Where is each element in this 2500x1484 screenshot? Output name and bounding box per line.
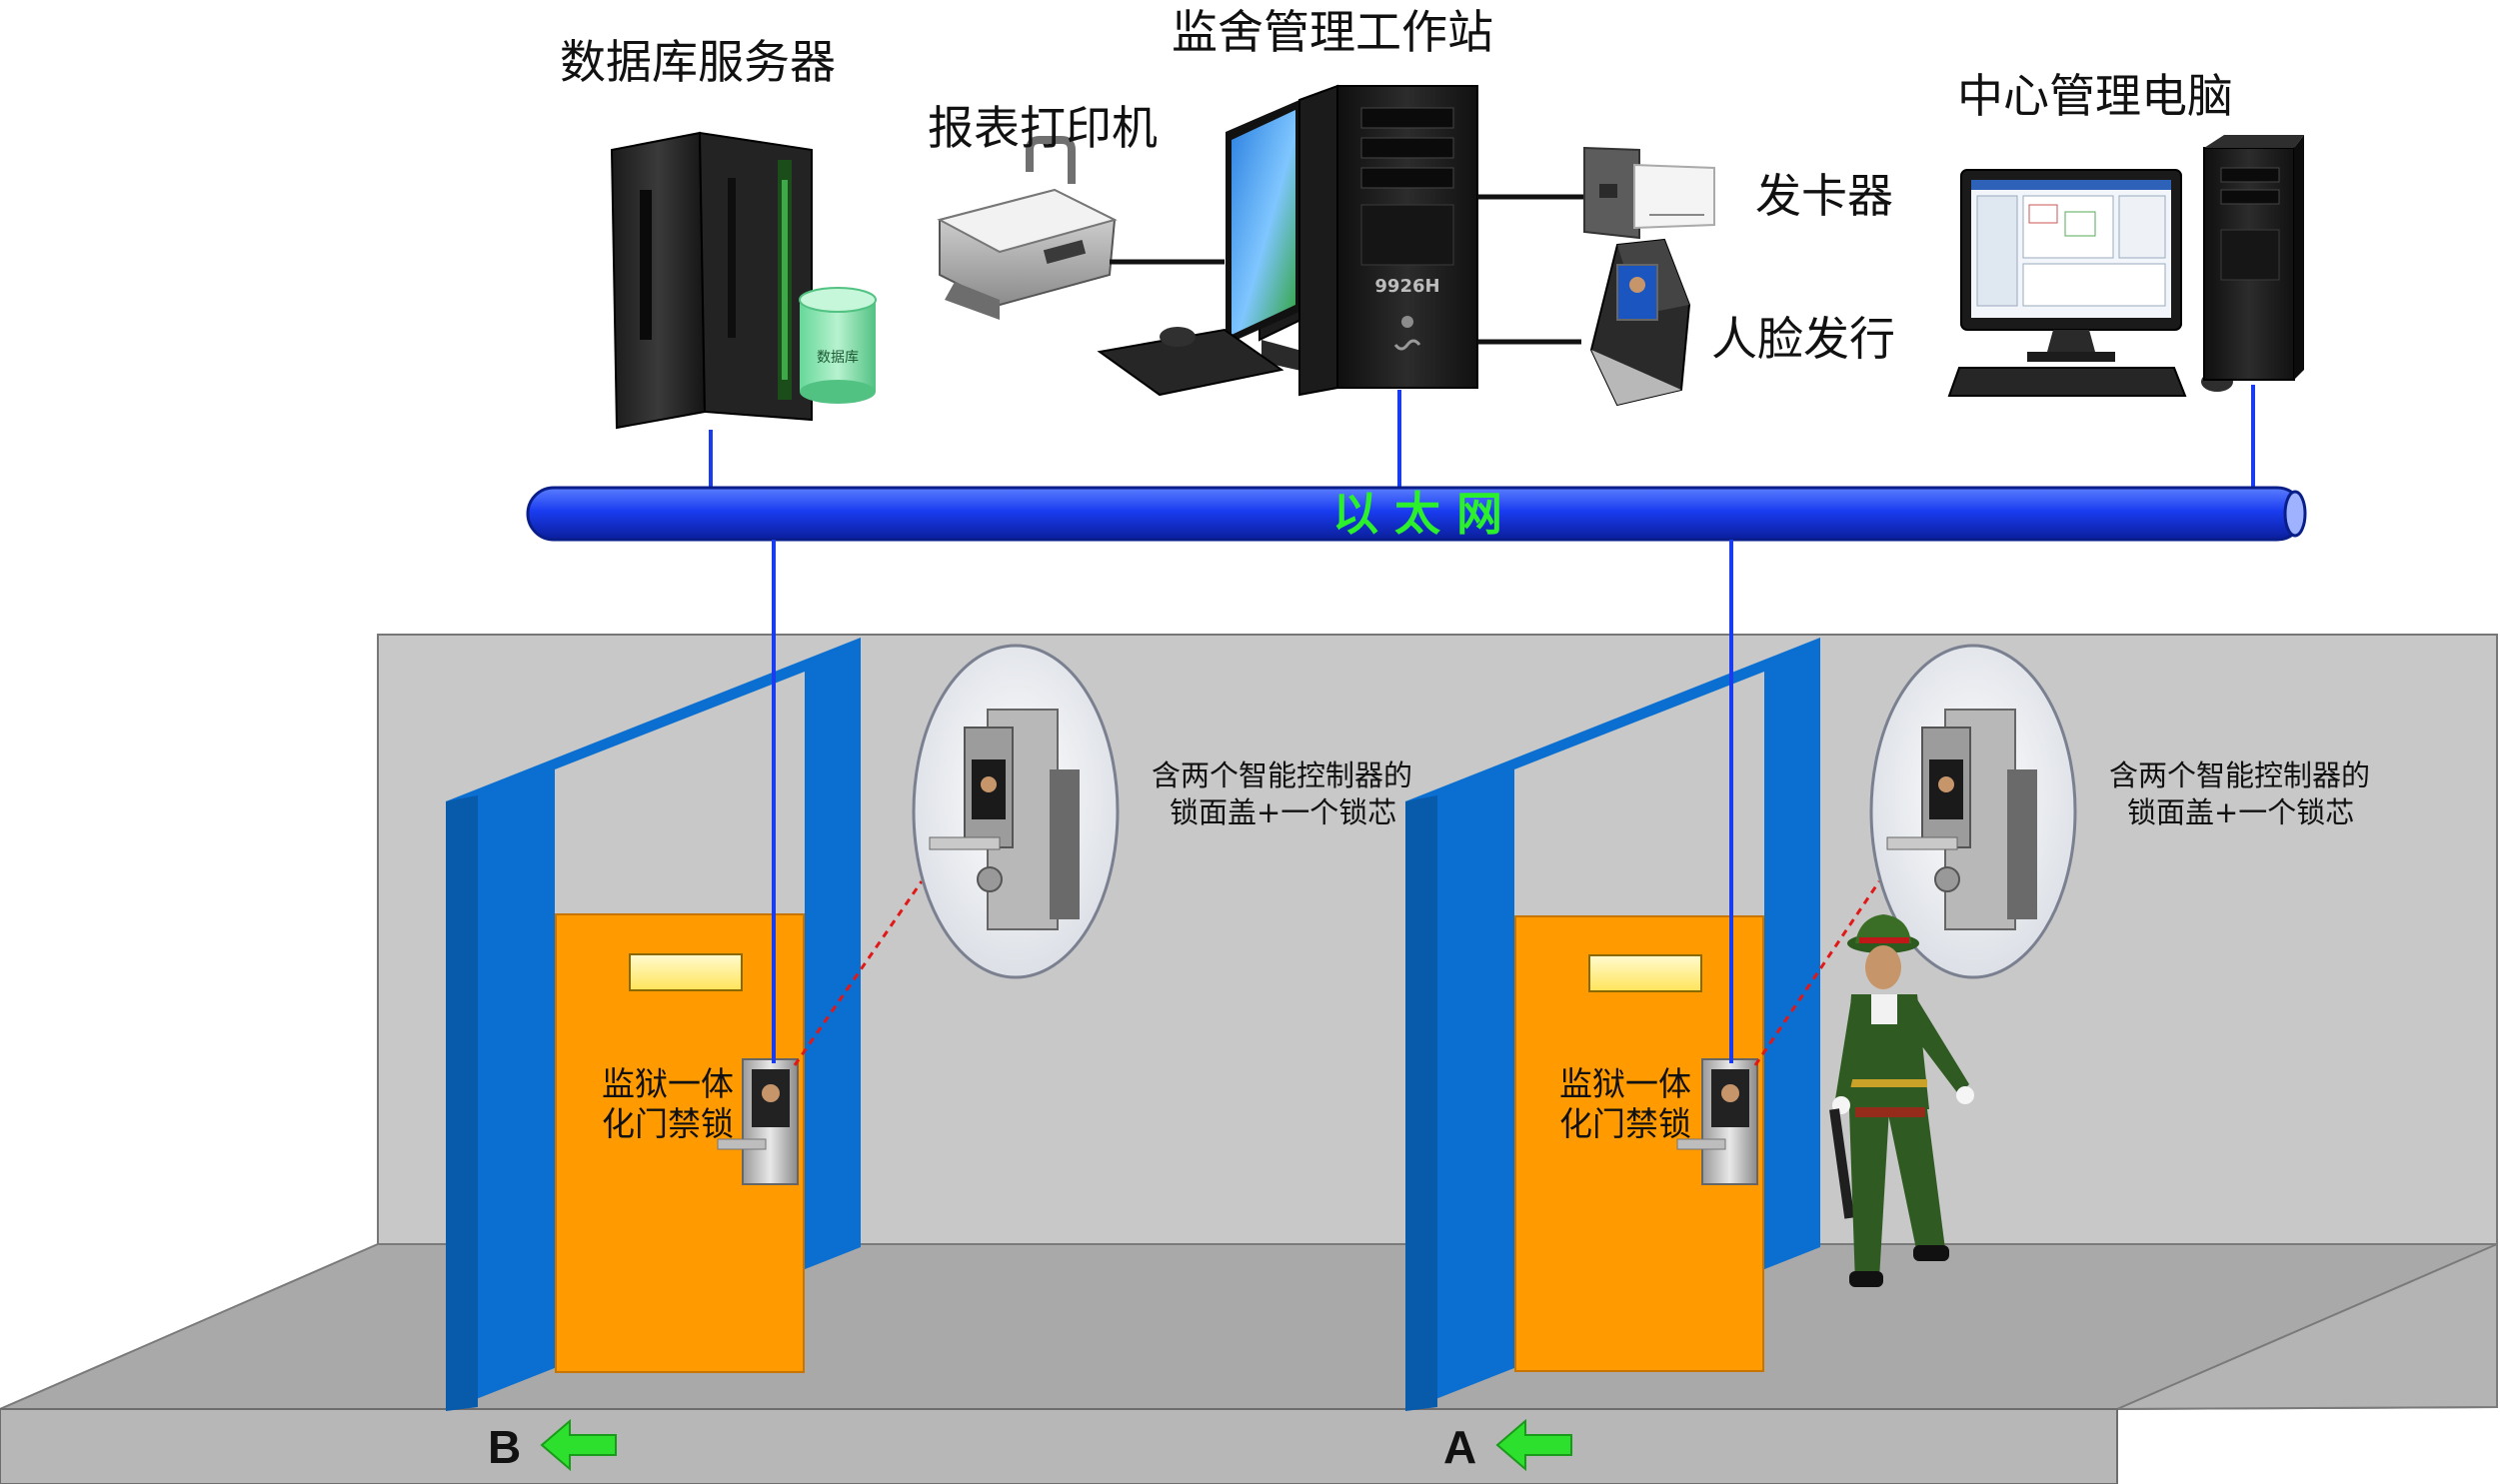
- face-enroll-device: [1589, 238, 1691, 407]
- door-b-lock-bubble: [912, 644, 1120, 979]
- marker-a-label: A: [1443, 1421, 1476, 1473]
- db-server-label: 数据库服务器: [560, 35, 836, 89]
- door-b-note-2: 锁面盖+一个锁芯: [1170, 795, 1396, 829]
- door-a-note-1: 含两个智能控制器的: [2109, 758, 2370, 792]
- door-a-callout-line: [1753, 880, 1881, 1066]
- face-issuer-label: 人脸发行: [1711, 312, 1895, 366]
- marker-a-arrow-icon: [1495, 1418, 1572, 1472]
- database-server: 数据库: [610, 131, 877, 430]
- door-b-note-1: 含两个智能控制器的: [1152, 758, 1412, 792]
- workstation-label: 监舍管理工作站: [1172, 5, 1493, 59]
- card-issuer: [1583, 146, 1715, 240]
- center-pc-label: 中心管理电脑: [1957, 69, 2233, 123]
- door-b-lock-label-2: 化门禁锁: [602, 1104, 734, 1143]
- door-a-lock-bubble: [1869, 644, 2077, 979]
- guard-figure: [1829, 914, 1974, 1287]
- door-b-lock-label-1: 监狱一体: [602, 1064, 734, 1103]
- workstation-pc: 9926H: [1097, 84, 1478, 397]
- pc-model-label: 9926H: [1374, 276, 1439, 297]
- door-b-window: [629, 953, 743, 991]
- marker-b: B: [488, 1418, 617, 1473]
- ethernet-label: 以 太 网: [1332, 487, 1502, 541]
- center-management-pc: [1947, 135, 2304, 397]
- door-a: 监狱一体 化门禁锁: [1405, 638, 1820, 1411]
- door-b-callout-line: [793, 880, 924, 1066]
- ethernet-bus: 以 太 网: [526, 486, 2307, 542]
- card-issuer-label: 发卡器: [1755, 169, 1893, 223]
- report-printer: [937, 136, 1118, 320]
- door-a-lock-label-1: 监狱一体: [1559, 1064, 1691, 1103]
- marker-b-label: B: [488, 1421, 521, 1473]
- printer-label: 报表打印机: [928, 101, 1158, 155]
- door-a-window: [1588, 954, 1702, 992]
- door-a-note-2: 锁面盖+一个锁芯: [2127, 795, 2354, 829]
- door-a-lock-label-2: 化门禁锁: [1559, 1104, 1691, 1143]
- database-cylinder-label: 数据库: [817, 350, 859, 366]
- door-b: 监狱一体 化门禁锁: [446, 638, 861, 1411]
- marker-b-arrow-icon: [540, 1418, 617, 1472]
- marker-a: A: [1443, 1418, 1572, 1473]
